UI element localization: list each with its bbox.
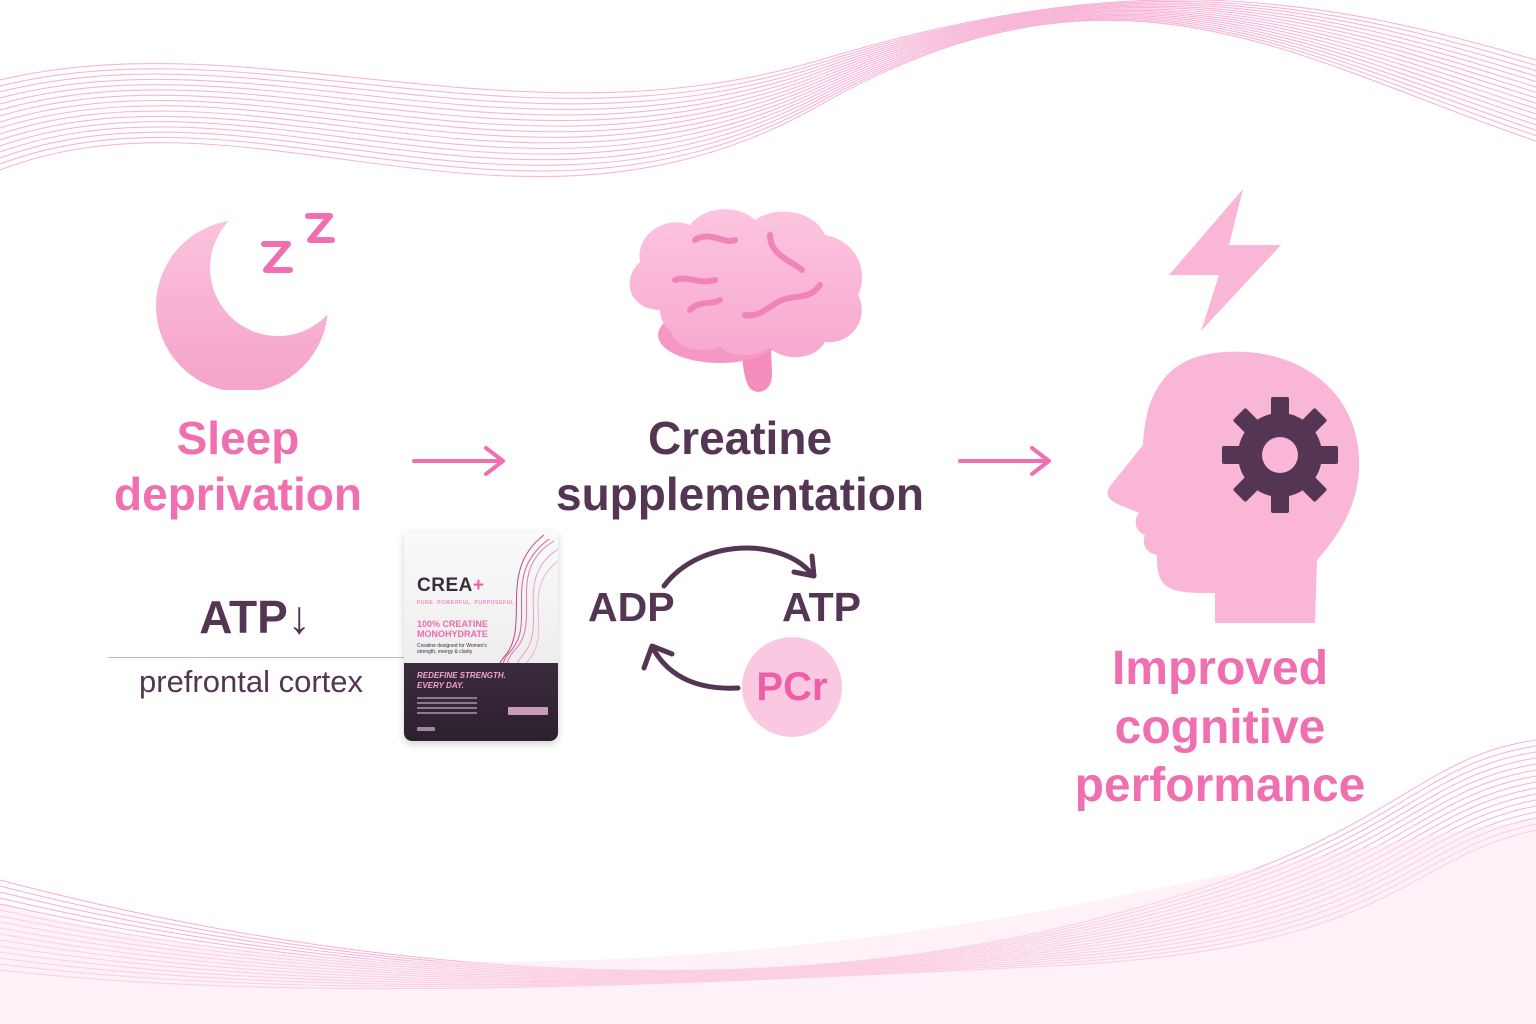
top-wave-line: [0, 9, 1536, 133]
prefrontal-cortex-label: prefrontal cortex: [139, 664, 363, 699]
step-improved-line1: Improved: [1111, 642, 1329, 695]
arrow-right-icon: [412, 446, 505, 476]
pouch-product-name: 100% CREATINE MONOHYDRATE: [417, 619, 488, 640]
sleep-zz-icon: [261, 213, 335, 273]
step-sleep-deprivation: Sleep deprivation: [88, 410, 388, 522]
atp-decrease-label: ATP↓: [199, 591, 311, 643]
bottom-wave-fill: [0, 820, 1536, 1024]
top-wave-line: [0, 13, 1536, 149]
top-wave-line: [0, 14, 1536, 155]
pouch-brand: CREA+: [417, 575, 485, 596]
pouch-logo-mark: [417, 727, 435, 731]
top-wave-line: [0, 0, 1536, 94]
cycle-arrow-icon: [641, 545, 817, 691]
top-wave-line: [0, 18, 1536, 172]
top-wave-line: [0, 16, 1536, 161]
step-creatine-line1: Creatine: [647, 412, 833, 464]
top-wave-line: [0, 17, 1536, 166]
pouch-body: CREA+ PURE. POWERFUL. PURPOSEFUL 100% CR…: [404, 531, 558, 741]
step-improved-line2: cognitive: [1114, 700, 1326, 754]
top-wave-line: [0, 7, 1536, 122]
top-wave-line: [0, 0, 1536, 99]
atp-label: ATP: [782, 584, 861, 630]
top-wave-line: [0, 2, 1536, 105]
top-wave-line: [0, 5, 1536, 116]
step-creatine-supplementation: Creatine supplementation: [520, 410, 960, 522]
step-improved-performance: Improved cognitive performance: [1030, 640, 1410, 816]
gear-icon: [1222, 397, 1338, 513]
lightning-bolt-icon: [1169, 189, 1281, 331]
pouch-description: Creatine designed for Women's strength, …: [417, 643, 487, 656]
crescent-moon-icon: [156, 220, 328, 390]
arrow-right-icon: [958, 446, 1051, 476]
divider-line: [108, 657, 408, 658]
head-profile-icon: [1107, 351, 1360, 623]
pcr-label: PCr: [756, 664, 828, 709]
top-wave-line: [0, 8, 1536, 127]
brain-icon: [629, 209, 863, 392]
adp-label: ADP: [588, 584, 675, 630]
step-creatine-line2: supplementation: [555, 468, 925, 521]
pouch-weight-badge: [508, 707, 548, 715]
pouch-feature-lines: [417, 697, 477, 717]
step-sleep-line1: Sleep: [176, 412, 300, 464]
step-sleep-line2: deprivation: [114, 468, 362, 521]
top-wave-line: [0, 19, 1536, 178]
pcr-badge: PCr: [742, 637, 842, 737]
top-wave-line: [0, 4, 1536, 110]
top-wave-line: [0, 11, 1536, 138]
pouch-slogan: REDEFINE STRENGTH. EVERY DAY.: [417, 671, 506, 690]
creatine-product-pouch: CREA+ PURE. POWERFUL. PURPOSEFUL 100% CR…: [404, 531, 558, 741]
pouch-tagline: PURE. POWERFUL. PURPOSEFUL: [417, 600, 515, 606]
top-wave-line: [0, 12, 1536, 144]
step-improved-line3: performance: [1074, 759, 1366, 813]
